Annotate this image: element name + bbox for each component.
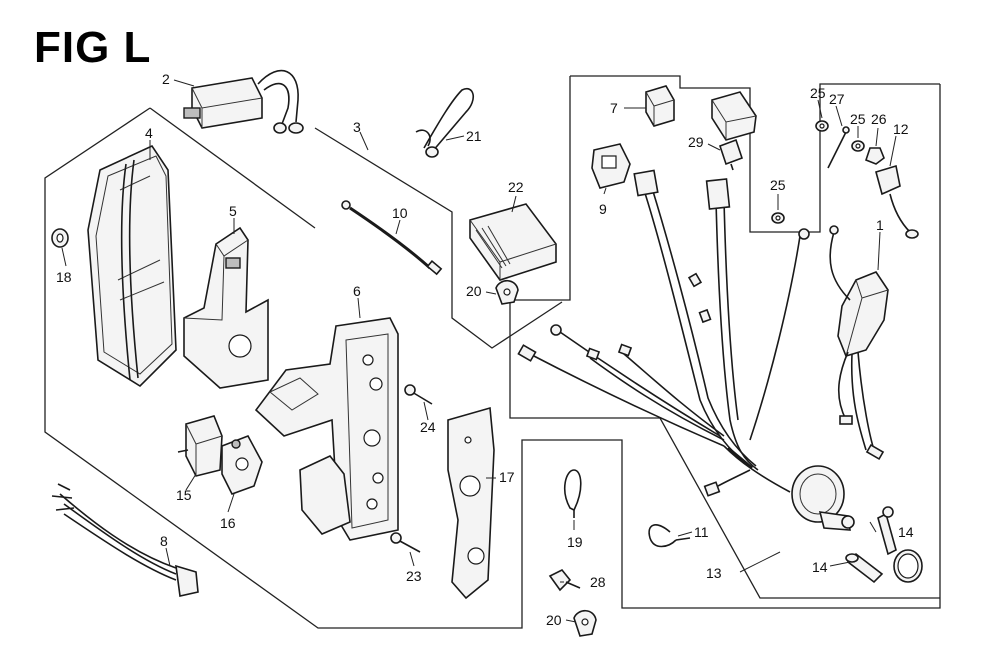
part-22-box	[469, 203, 557, 281]
callout-4: 4	[145, 125, 153, 141]
callout-14-left: 14	[812, 559, 828, 575]
part-1-rectifier	[829, 225, 889, 461]
callout-11: 11	[694, 524, 709, 540]
callout-labels: 2 3 4 5 6 7 8 9 10 11 12 13 14 14 15 16 …	[56, 71, 914, 628]
part-25-washers	[771, 120, 865, 224]
callout-29: 29	[688, 134, 704, 150]
part-18-grommet	[51, 228, 69, 248]
callout-26: 26	[871, 111, 887, 127]
callout-27: 27	[829, 91, 845, 107]
frame-lead-left	[149, 107, 316, 229]
part-5-bracket	[183, 226, 269, 389]
callout-2: 2	[162, 71, 170, 87]
part-16-switch	[221, 435, 263, 495]
part-19-clip	[563, 469, 582, 518]
callout-25-lower: 25	[770, 177, 786, 193]
part-11-clip	[648, 524, 691, 548]
part-23-screw	[390, 532, 421, 553]
callout-18: 18	[56, 269, 72, 285]
part-21-clip	[415, 87, 474, 158]
part-17-gasket	[447, 406, 495, 600]
callout-1: 1	[876, 217, 884, 233]
callout-16: 16	[220, 515, 236, 531]
leader-lines	[61, 79, 897, 623]
callout-12: 12	[893, 121, 909, 137]
part-13-harness	[517, 169, 855, 531]
part-26-nut	[865, 147, 885, 165]
part-20-clamp-top	[495, 279, 519, 305]
callout-20-bottom: 20	[546, 612, 562, 628]
part-27-bolt	[827, 126, 850, 169]
callout-13: 13	[706, 565, 722, 581]
part-10-lead	[341, 200, 443, 276]
callout-24: 24	[420, 419, 436, 435]
callout-9: 9	[599, 201, 607, 217]
part-14-keys	[845, 506, 923, 584]
callout-6: 6	[353, 283, 361, 299]
callout-28: 28	[590, 574, 606, 590]
part-8-cable	[51, 483, 199, 597]
callout-3: 3	[353, 119, 361, 135]
part-7-relay	[645, 85, 675, 127]
callout-5: 5	[229, 203, 237, 219]
callout-20-top: 20	[466, 283, 482, 299]
group-frames	[44, 75, 941, 629]
callout-8: 8	[160, 533, 168, 549]
callout-23: 23	[406, 568, 422, 584]
part-15-switch	[177, 415, 223, 477]
callout-19: 19	[567, 534, 583, 550]
frame-lead	[314, 127, 563, 349]
callout-25-mid: 25	[850, 111, 866, 127]
part-9-connector	[591, 143, 631, 189]
part-4-cover	[87, 144, 177, 388]
part-2-module	[183, 69, 304, 134]
callout-14-right: 14	[898, 524, 914, 540]
frame-control-box	[44, 84, 941, 629]
part-28-fastener	[548, 568, 581, 592]
figure-title: FIG L	[34, 23, 152, 72]
part-fuse-cover	[711, 91, 757, 141]
callout-17: 17	[499, 469, 515, 485]
part-6-panel	[254, 317, 399, 541]
callout-25-upper: 25	[810, 85, 826, 101]
callout-10: 10	[392, 205, 408, 221]
callout-7: 7	[610, 100, 618, 116]
callout-21: 21	[466, 128, 482, 144]
frame-harness	[509, 76, 940, 599]
callout-15: 15	[176, 487, 192, 503]
part-29-fuse	[718, 138, 744, 171]
part-20-clamp-bottom	[573, 609, 597, 637]
part-12-terminal	[875, 164, 919, 239]
callout-22: 22	[508, 179, 524, 195]
part-24-screw	[404, 384, 433, 405]
